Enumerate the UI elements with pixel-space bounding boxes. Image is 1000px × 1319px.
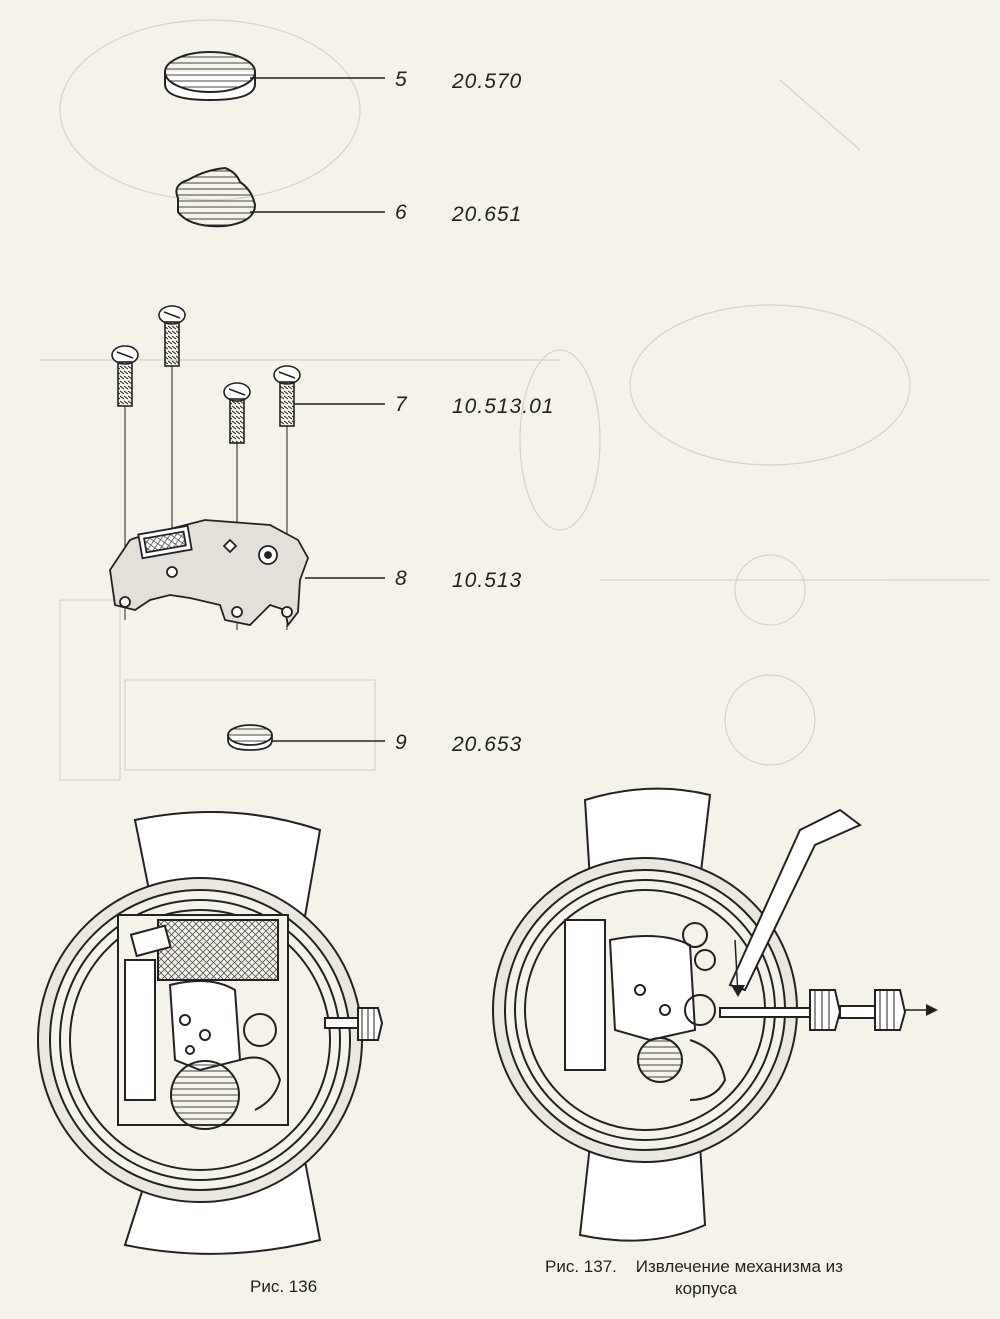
- part-code-5: 20.570: [452, 70, 523, 93]
- part-number-5: 5: [395, 68, 408, 91]
- part-code-9: 20.653: [452, 733, 523, 756]
- caption-fig-136: Рис. 136: [250, 1277, 318, 1296]
- screw-1: [111, 345, 139, 620]
- part-number-7: 7: [395, 393, 408, 416]
- part-number-9: 9: [395, 731, 408, 754]
- caption-fig-137-line2: корпуса: [675, 1279, 738, 1298]
- part-number-6: 6: [395, 201, 408, 224]
- part-9-cell: [227, 724, 385, 751]
- screw-4: [273, 365, 301, 630]
- part-8-plate: [109, 519, 385, 628]
- part-number-8: 8: [395, 567, 408, 590]
- bleed-through: [40, 19, 990, 781]
- part-5-battery: [164, 51, 385, 102]
- part-code-7: 10.513.01: [452, 395, 555, 418]
- watch-figure-136: [37, 811, 384, 1255]
- part-code-6: 20.651: [452, 203, 523, 226]
- part-code-8: 10.513: [452, 569, 523, 592]
- part-6-insulator: [175, 166, 385, 228]
- caption-fig-137-line1: Рис. 137. Извлечение механизма из: [545, 1257, 843, 1276]
- watch-figure-137: [492, 787, 938, 1242]
